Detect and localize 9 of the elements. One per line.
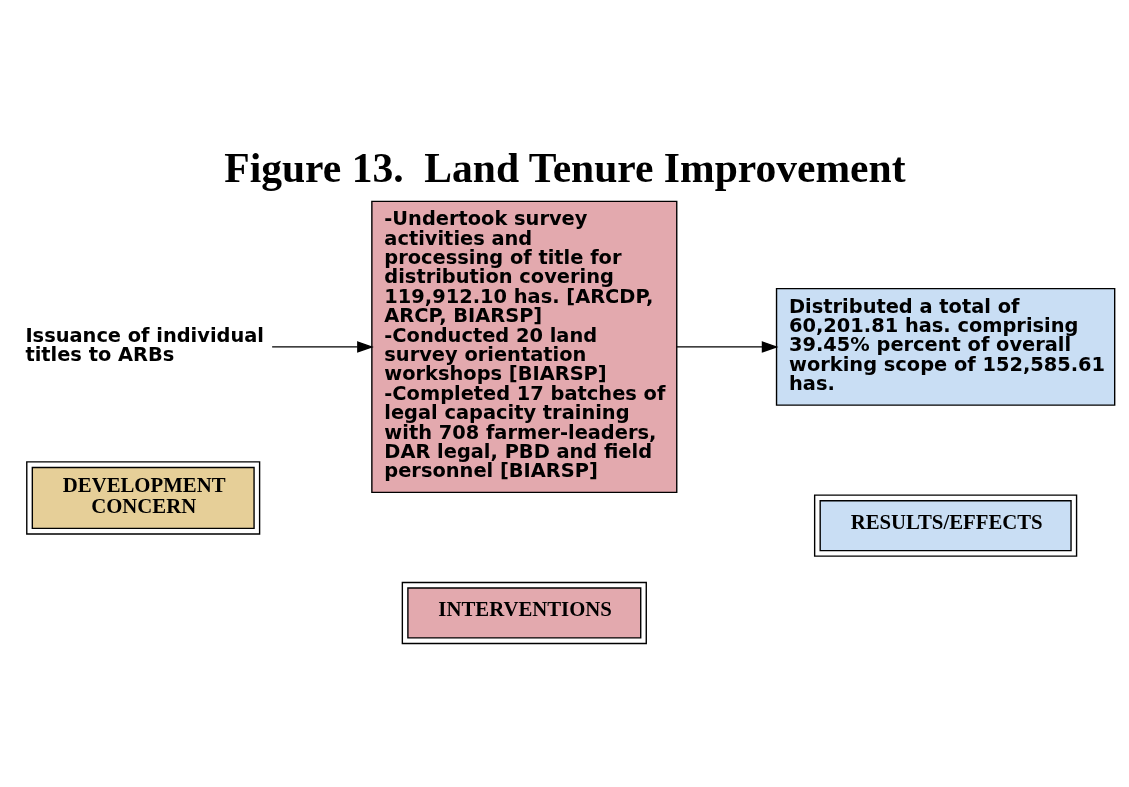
node-box: DEVELOPMENT CONCERN: [26, 460, 261, 535]
node-text: Issuance of individual titles to ARBs: [25, 323, 264, 366]
arrow: [676, 340, 779, 353]
node-box: Distributed a total of 60,201.81 has. comprising 39.45% percent of overall working scope of 152,585.61 has.: [775, 287, 1116, 406]
arrow: [271, 340, 374, 353]
node-box: INTERVENTIONS: [401, 581, 647, 644]
node-box: RESULTS/EFFECTS: [813, 493, 1078, 557]
node-box: -Undertook survey activities and processing of title for distribution covering 119,912.10 has. [ARCDP, ARCP, BIARSP] -Conducted 20 land survey orientation workshops [BIARSP] -Completed 17 batches of legal capacity training with 708 farmer-leaders, DAR legal, PBD and field personnel [BIARSP]: [371, 200, 678, 493]
diagram-title: Figure 13. Land Tenure Improvement: [224, 144, 906, 191]
